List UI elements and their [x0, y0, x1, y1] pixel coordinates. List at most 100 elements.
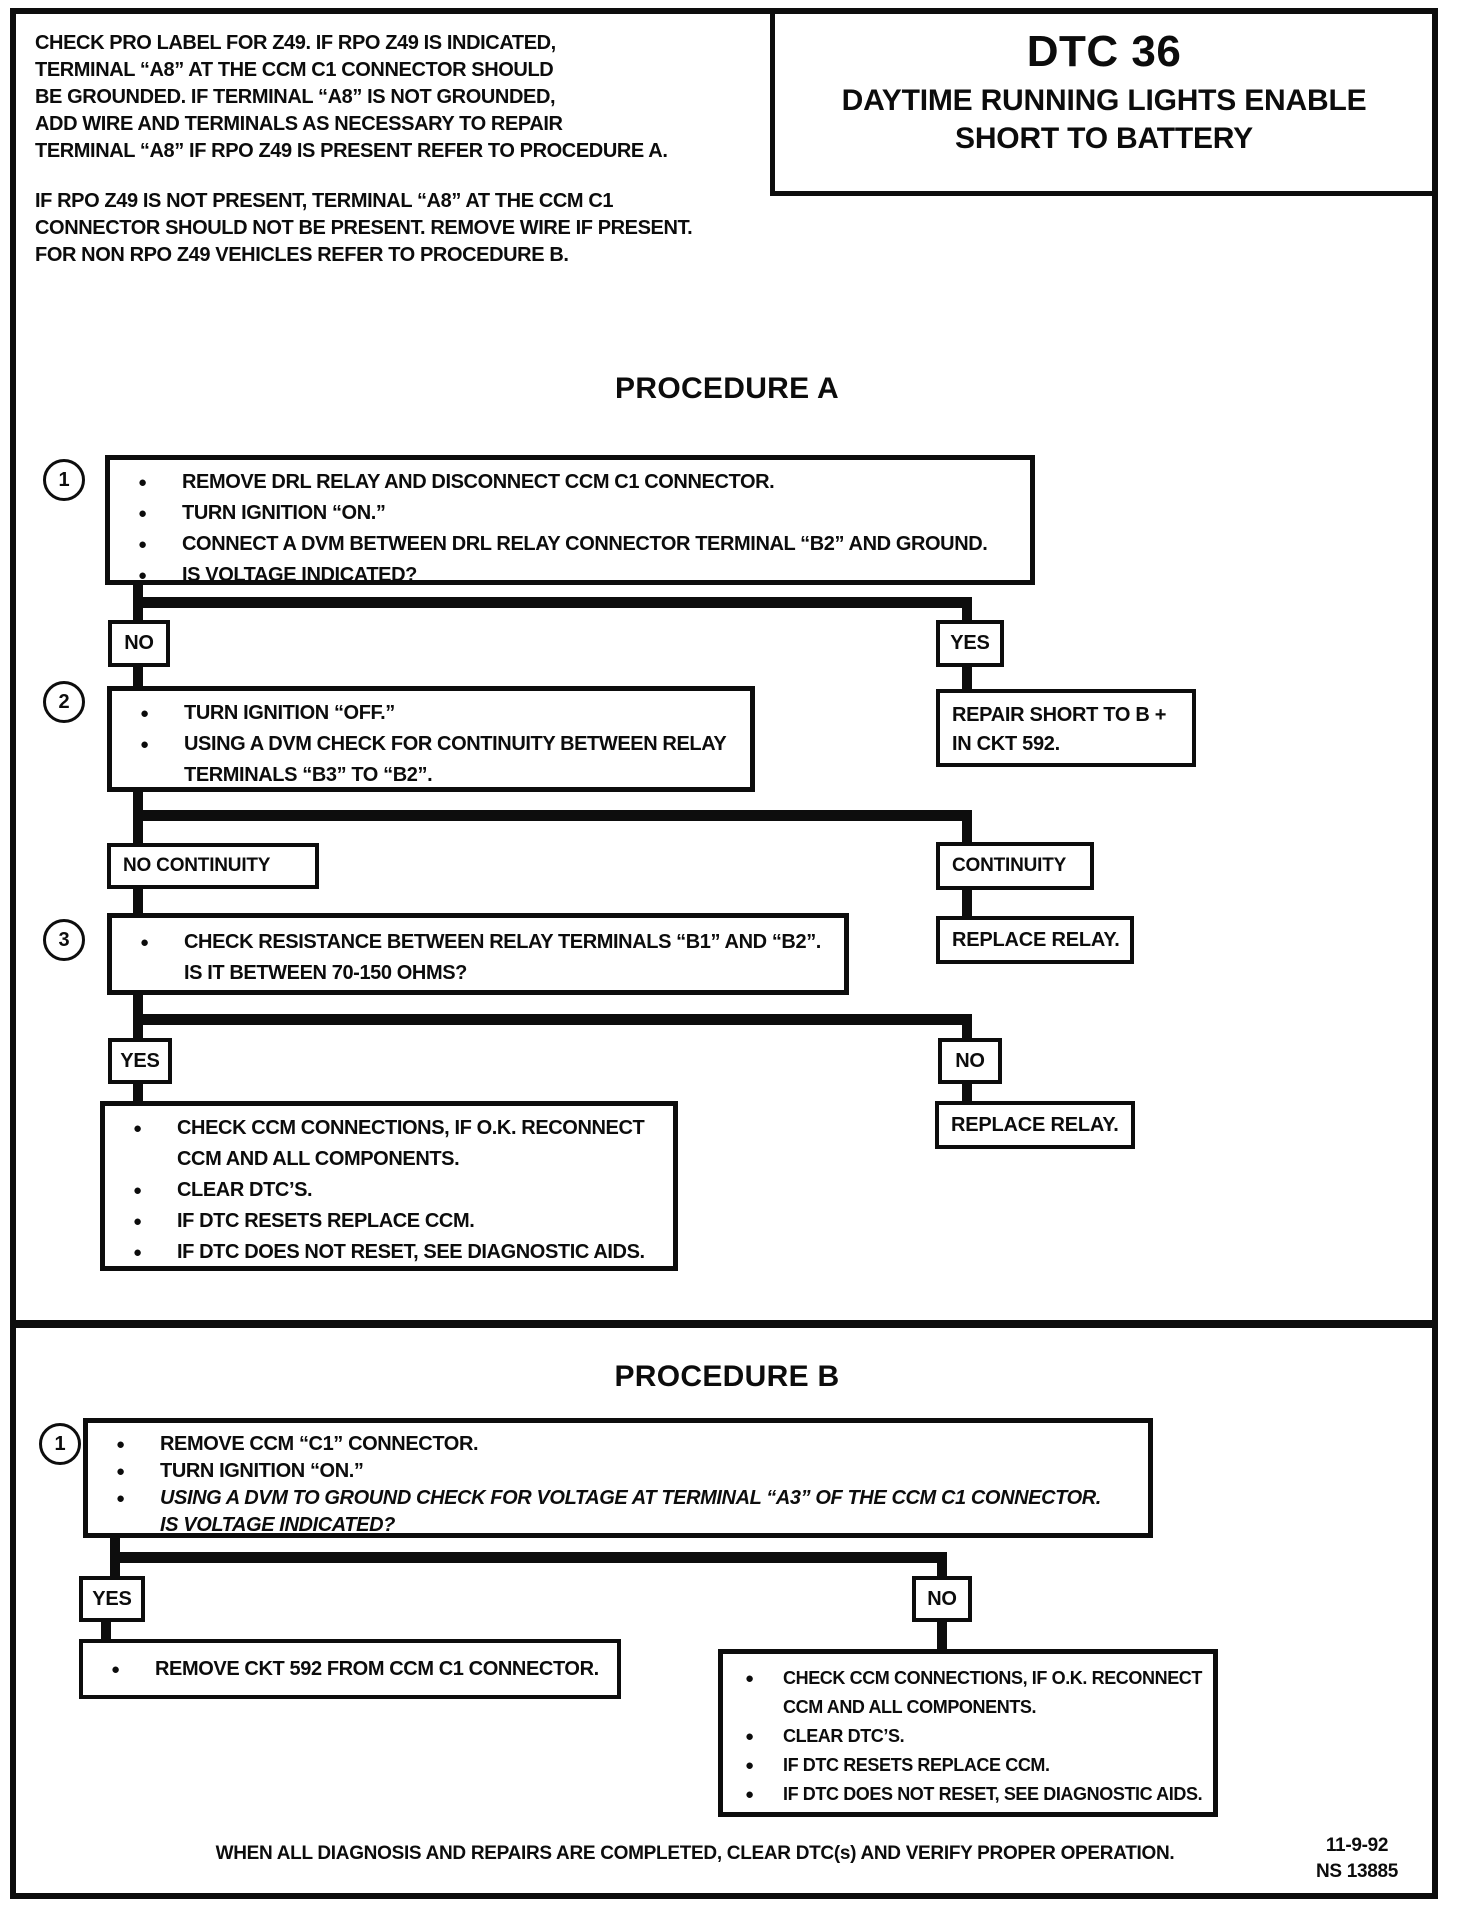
connector-line — [133, 790, 143, 812]
step-a1-number: 1 — [43, 459, 85, 501]
remove-ckt-result-box: ●REMOVE CKT 592 FROM CCM C1 CONNECTOR. — [79, 1639, 621, 1699]
connector-line — [133, 597, 972, 608]
bullet-icon: ● — [111, 1661, 120, 1678]
connector-line — [133, 665, 143, 688]
bullet-icon: ● — [133, 1244, 142, 1261]
footer-code: NS 13885 — [1315, 1861, 1399, 1882]
action-item: ●CLEAR DTC’S. — [737, 1722, 1207, 1751]
bullet-icon: ● — [140, 705, 149, 722]
dtc-code: DTC 36 — [1026, 27, 1182, 76]
step-a3-box: ●CHECK RESISTANCE BETWEEN RELAY TERMINAL… — [107, 913, 849, 995]
action-item: ●USING A DVM CHECK FOR CONTINUITY BETWEE… — [132, 729, 742, 760]
action-item: ●TURN IGNITION “ON.” — [130, 498, 1022, 529]
dtc-title-box: DTC 36 DAYTIME RUNNING LIGHTS ENABLE SHO… — [770, 8, 1438, 196]
connector-line — [937, 1620, 947, 1651]
connector-line — [133, 1082, 143, 1103]
connector-line — [110, 1561, 120, 1578]
procedure-b-heading: PROCEDURE B — [614, 1360, 840, 1393]
intro-paragraph-2: IF RPO Z49 IS NOT PRESENT, TERMINAL “A8”… — [35, 190, 693, 266]
action-item: ●TURN IGNITION “ON.” — [108, 1458, 1140, 1485]
bullet-icon: ● — [133, 1182, 142, 1199]
branch-b1-yes: YES — [79, 1576, 145, 1622]
bullet-icon: ● — [138, 536, 147, 553]
action-item: ●REMOVE CKT 592 FROM CCM C1 CONNECTOR. — [103, 1654, 609, 1685]
connector-line — [133, 583, 143, 599]
step-a1-box: ●REMOVE DRL RELAY AND DISCONNECT CCM C1 … — [105, 455, 1035, 586]
action-item: ●IS VOLTAGE INDICATED? — [130, 560, 1022, 591]
connector-line — [133, 1023, 143, 1040]
connector-line — [133, 1014, 972, 1025]
connector-line — [133, 887, 143, 915]
action-item: ●CHECK RESISTANCE BETWEEN RELAY TERMINAL… — [132, 927, 836, 958]
replace-relay-result-1: REPLACE RELAY. — [936, 916, 1134, 964]
action-item-continuation: IS VOLTAGE INDICATED? — [160, 1514, 395, 1536]
action-item: ●IF DTC DOES NOT RESET, SEE DIAGNOSTIC A… — [737, 1780, 1207, 1809]
connector-line — [962, 1023, 972, 1040]
action-item: ●IF DTC DOES NOT RESET, SEE DIAGNOSTIC A… — [125, 1237, 665, 1268]
branch-a2-no-continuity: NO CONTINUITY — [107, 843, 319, 889]
branch-a1-no: NO — [108, 620, 170, 667]
footer-date: 11-9-92 — [1325, 1835, 1389, 1856]
connector-line — [133, 810, 972, 821]
action-item: ●REMOVE DRL RELAY AND DISCONNECT CCM C1 … — [130, 467, 1022, 498]
bullet-icon: ● — [745, 1786, 754, 1803]
bullet-icon: ● — [116, 1463, 125, 1480]
action-item: ●REMOVE CCM “C1” CONNECTOR. — [108, 1431, 1140, 1458]
footer-id-block: 11-9-92 NS 13885 — [1292, 1833, 1422, 1885]
footer-note: WHEN ALL DIAGNOSIS AND REPAIRS ARE COMPL… — [215, 1843, 1175, 1864]
bullet-icon: ● — [138, 474, 147, 491]
connector-line — [962, 819, 972, 844]
bullet-icon: ● — [138, 505, 147, 522]
bullet-icon: ● — [138, 567, 147, 584]
action-item: ●CHECK CCM CONNECTIONS, IF O.K. RECONNEC… — [125, 1113, 665, 1144]
dtc-title: DAYTIME RUNNING LIGHTS ENABLE SHORT TO B… — [841, 84, 1367, 155]
check-ccm-result-box-a: ●CHECK CCM CONNECTIONS, IF O.K. RECONNEC… — [100, 1101, 678, 1271]
replace-relay-result-2: REPLACE RELAY. — [935, 1101, 1135, 1149]
action-item-continuation: IS IT BETWEEN 70-150 OHMS? — [184, 962, 467, 984]
action-item: ●TURN IGNITION “OFF.” — [132, 698, 742, 729]
bullet-icon: ● — [133, 1213, 142, 1230]
connector-line — [101, 1620, 111, 1641]
connector-line — [962, 606, 972, 622]
page-border — [10, 8, 1438, 1899]
action-item: ●USING A DVM TO GROUND CHECK FOR VOLTAGE… — [108, 1485, 1140, 1512]
connector-line — [133, 819, 143, 845]
connector-line — [110, 1552, 947, 1563]
step-b1-number: 1 — [39, 1423, 81, 1465]
step-b1-box: ●REMOVE CCM “C1” CONNECTOR. ●TURN IGNITI… — [83, 1418, 1153, 1538]
action-item: ●CHECK CCM CONNECTIONS, IF O.K. RECONNEC… — [737, 1664, 1207, 1693]
check-ccm-result-box-b: ●CHECK CCM CONNECTIONS, IF O.K. RECONNEC… — [718, 1649, 1218, 1817]
connector-line — [133, 993, 143, 1016]
bullet-icon: ● — [116, 1490, 125, 1507]
action-item-continuation: TERMINALS “B3” TO “B2”. — [184, 764, 433, 786]
branch-a2-continuity: CONTINUITY — [936, 842, 1094, 890]
section-divider — [10, 1320, 1438, 1328]
connector-line — [937, 1561, 947, 1578]
bullet-icon: ● — [140, 736, 149, 753]
bullet-icon: ● — [745, 1728, 754, 1745]
intro-paragraph-1: CHECK PRO LABEL FOR Z49. IF RPO Z49 IS I… — [35, 32, 668, 162]
action-item: ●IF DTC RESETS REPLACE CCM. — [737, 1751, 1207, 1780]
bullet-icon: ● — [133, 1120, 142, 1137]
step-a2-number: 2 — [43, 681, 85, 723]
connector-line — [962, 1082, 972, 1103]
connector-line — [962, 665, 972, 691]
bullet-icon: ● — [140, 934, 149, 951]
bullet-icon: ● — [116, 1436, 125, 1453]
bullet-icon: ● — [745, 1757, 754, 1774]
procedure-a-heading: PROCEDURE A — [615, 372, 839, 405]
connector-line — [110, 1536, 120, 1554]
step-a2-box: ●TURN IGNITION “OFF.” ●USING A DVM CHECK… — [107, 686, 755, 792]
action-item: ●CLEAR DTC’S. — [125, 1175, 665, 1206]
action-item-continuation: CCM AND ALL COMPONENTS. — [177, 1148, 460, 1170]
connector-line — [133, 606, 143, 622]
bullet-icon: ● — [745, 1670, 754, 1687]
branch-b1-no: NO — [912, 1576, 972, 1622]
step-a3-number: 3 — [43, 919, 85, 961]
branch-a1-yes: YES — [936, 620, 1004, 667]
branch-a3-no: NO — [938, 1038, 1002, 1084]
action-item-continuation: CCM AND ALL COMPONENTS. — [783, 1697, 1037, 1717]
action-item: ●IF DTC RESETS REPLACE CCM. — [125, 1206, 665, 1237]
branch-a3-yes: YES — [108, 1038, 172, 1084]
